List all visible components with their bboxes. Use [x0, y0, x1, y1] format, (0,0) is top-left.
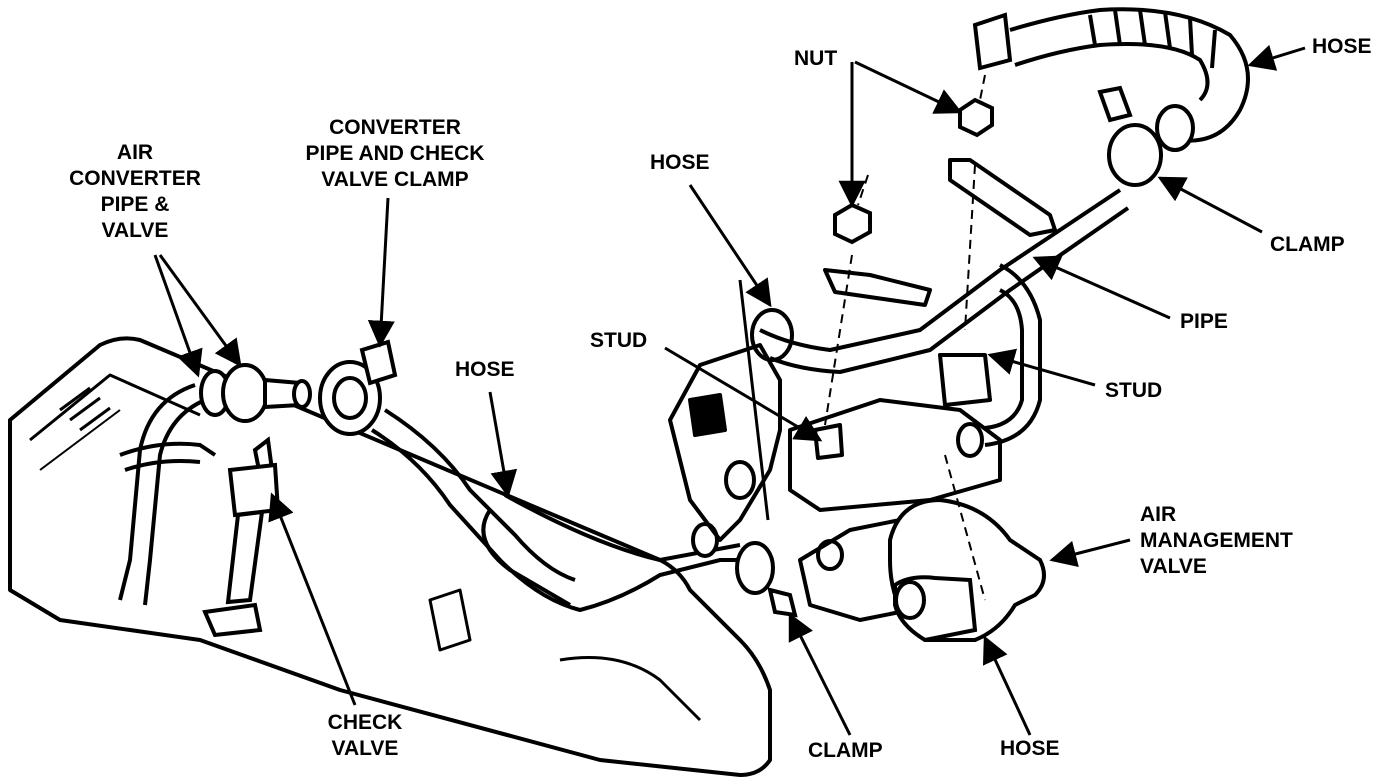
label-line: MANAGEMENT	[1140, 529, 1293, 552]
label-stud-left: STUD	[590, 329, 648, 352]
label-line: PIPE &	[100, 193, 170, 216]
label-line: PIPE AND CHECK	[305, 142, 485, 165]
label-nut: NUT	[794, 47, 838, 70]
leader-hose-top-right	[1247, 44, 1306, 71]
left-hoses	[118, 383, 217, 606]
leader-hose-upper	[688, 184, 772, 308]
label-hose-upper: HOSE	[650, 151, 710, 174]
label-clamp-right: CLAMP	[1270, 233, 1345, 256]
label-line: AIR	[1140, 503, 1177, 526]
label-hose-top-right: HOSE	[1312, 35, 1372, 58]
leader-stud-right	[987, 348, 1096, 387]
converter-clamp	[318, 339, 398, 436]
label-line: VALVE	[1140, 555, 1207, 578]
label-line: VALVE	[331, 737, 399, 760]
leader-lines	[153, 44, 1306, 736]
leader-nut-1	[854, 60, 963, 114]
label-line: CHECK	[327, 711, 403, 734]
nuts	[833, 97, 994, 245]
label-stud-right: STUD	[1105, 379, 1163, 402]
lower-clamp	[691, 522, 798, 618]
label-line: CONVERTER	[69, 167, 201, 190]
leader-clamp-bottom	[788, 612, 852, 736]
air-converter-valve	[199, 363, 312, 423]
main-hose	[370, 408, 760, 613]
upper-pipe	[750, 158, 1130, 460]
leader-converter-clamp	[367, 197, 395, 348]
label-pipe: PIPE	[1180, 310, 1228, 333]
coiled-hose	[972, 7, 1250, 187]
leader-clamp-right	[1157, 176, 1263, 234]
leader-hose-bottom	[982, 635, 1032, 736]
label-air-management-valve: AIR MANAGEMENT VALVE	[1140, 502, 1293, 580]
label-line: AIR	[116, 141, 154, 164]
leader-check-valve	[268, 492, 357, 706]
leader-stud-left	[664, 346, 823, 442]
label-hose-middle: HOSE	[455, 358, 515, 381]
label-converter-pipe-check-valve-clamp: CONVERTER PIPE AND CHECK VALVE CLAMP	[285, 115, 505, 193]
air-management-valve	[888, 497, 1046, 643]
label-line: VALVE CLAMP	[321, 168, 469, 191]
leader-hose-middle	[488, 391, 518, 498]
label-line: CONVERTER	[329, 116, 461, 139]
valve-cover	[8, 336, 772, 777]
leader-air-converter-2	[158, 254, 242, 368]
label-hose-bottom: HOSE	[1000, 737, 1060, 760]
label-line: VALVE	[101, 219, 169, 242]
label-clamp-bottom: CLAMP	[808, 739, 883, 762]
leader-air-converter-1	[153, 254, 203, 378]
label-air-converter-pipe-valve: AIR CONVERTER PIPE & VALVE	[50, 140, 220, 244]
leader-air-management	[1049, 538, 1131, 568]
label-check-valve: CHECK VALVE	[310, 710, 420, 762]
check-valve	[202, 436, 281, 638]
leader-pipe	[1032, 255, 1171, 320]
leader-line-hose-upper-split	[738, 279, 770, 521]
